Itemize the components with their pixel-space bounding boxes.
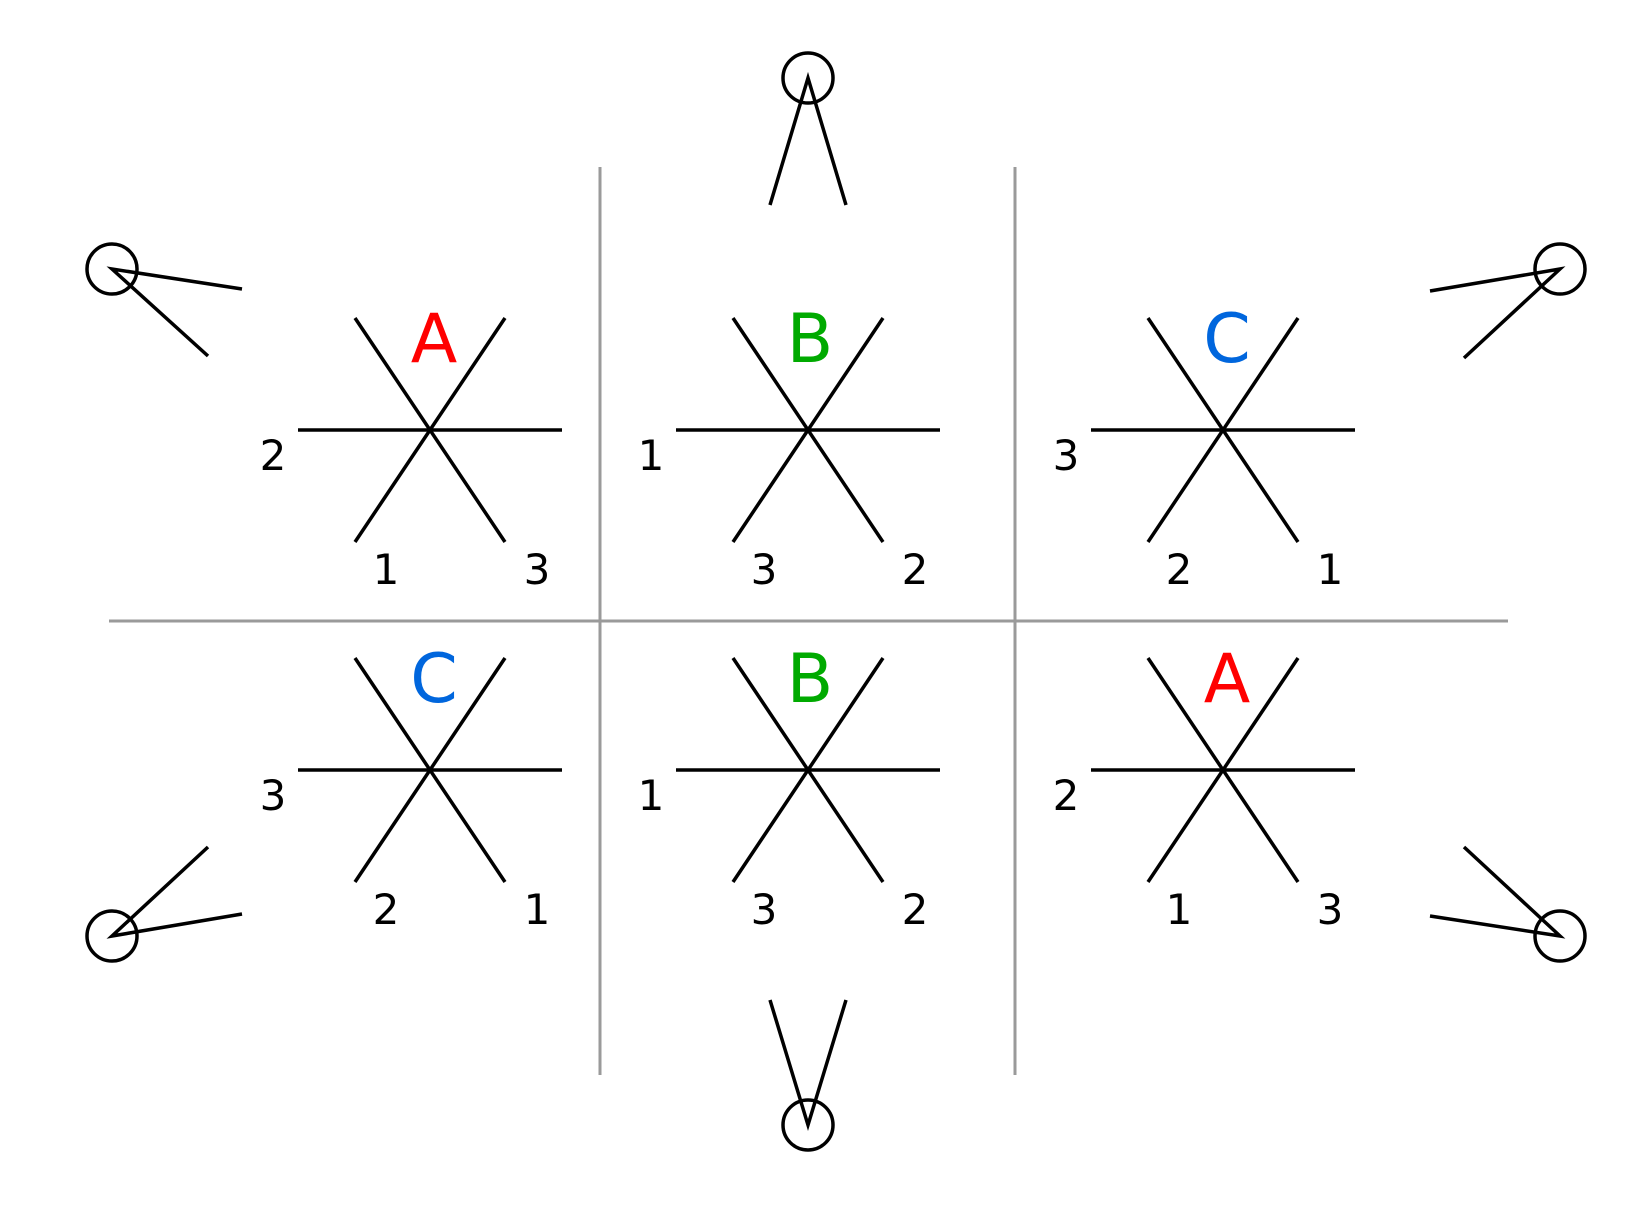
grid-lines [109,167,1508,1075]
sight-lines [106,845,243,939]
label-lower-left: 1 [1166,885,1193,934]
observer-bottom-left [85,845,243,963]
label-left: 3 [260,771,287,820]
observer-circle [85,242,139,296]
label-left: 1 [638,771,665,820]
spoke-diagonal-right [353,657,507,883]
observer-circle [85,909,139,963]
label-lower-right: 1 [1317,545,1344,594]
observer-circle [781,1098,835,1152]
label-lower-left: 3 [751,545,778,594]
label-left: 2 [260,431,287,480]
label-lower-right: 2 [902,545,929,594]
cell-letter: A [411,300,458,379]
cell-top-left: A 2 1 3 [260,300,562,594]
cell-letter: A [1204,640,1251,719]
observer-bottom-right [1429,845,1587,963]
cell-top-right: C 3 2 1 [1053,300,1355,594]
label-lower-right: 2 [902,885,929,934]
observer-top-left [85,242,243,358]
spoke-diagonal-right [1146,657,1300,883]
label-lower-left: 1 [373,545,400,594]
spoke-diagonal-right [353,317,507,543]
label-lower-right: 1 [524,885,551,934]
label-lower-right: 3 [1317,885,1344,934]
label-left: 3 [1053,431,1080,480]
cell-letter: B [787,300,834,379]
sight-lines [106,266,243,358]
sight-lines [768,71,848,206]
cell-bottom-middle: B 1 3 2 [638,640,940,934]
observer-circle [1533,909,1587,963]
sight-lines [768,999,848,1132]
observer-top-right [1429,242,1587,360]
cell-letter: C [410,640,457,719]
observer-circle [1533,242,1587,296]
observer-top [768,51,848,206]
spoke-diagonal-right [731,657,885,883]
sight-lines [1429,845,1566,939]
spoke-diagonal-right [731,317,885,543]
label-lower-left: 2 [373,885,400,934]
label-left: 2 [1053,771,1080,820]
cell-letter: C [1203,300,1250,379]
label-left: 1 [638,431,665,480]
label-lower-left: 2 [1166,545,1193,594]
label-lower-right: 3 [524,545,551,594]
cell-top-middle: B 1 3 2 [638,300,940,594]
label-lower-left: 3 [751,885,778,934]
cell-bottom-left: C 3 2 1 [260,640,562,934]
cell-letter: B [787,640,834,719]
observer-bottom [768,999,848,1152]
observer-circle [781,51,835,105]
spoke-diagonal-right [1146,317,1300,543]
cell-bottom-right: A 2 1 3 [1053,640,1355,934]
sight-lines [1429,266,1566,360]
